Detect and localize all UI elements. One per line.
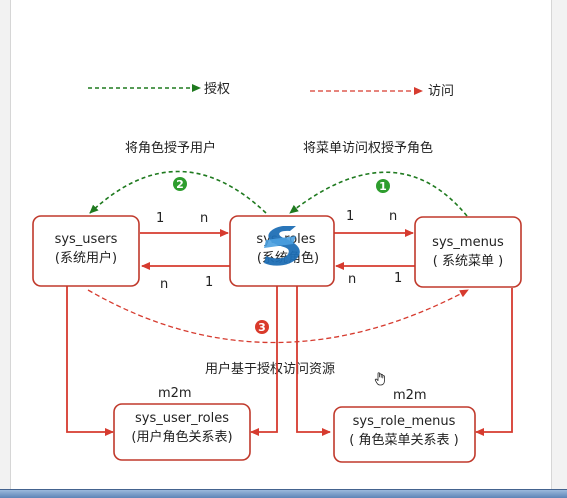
- mult-users-roles-bottom-right: 1: [205, 275, 213, 290]
- auth-arc-menus-to-roles: [289, 171, 468, 217]
- caption-role-to-user: 将角色授予用户: [125, 140, 216, 156]
- node-sys-users: sys_users (系统用户): [32, 215, 140, 287]
- node-sys-menus-name: sys_menus: [432, 235, 504, 250]
- node-sys-menus: sys_menus ( 系统菜单 ): [414, 216, 522, 288]
- node-sys-menus-desc: ( 系统菜单 ): [433, 254, 503, 269]
- svg-text:2: 2: [176, 178, 184, 191]
- mult-users-roles-top-left: 1: [156, 211, 164, 226]
- connector-users-to-user-roles: [66, 285, 114, 436]
- node-sys-role-menus: sys_role_menus ( 角色菜单关系表 ): [333, 406, 476, 463]
- mult-roles-menus-top-right: n: [389, 209, 397, 224]
- node-sys-user-roles: sys_user_roles (用户角色关系表): [113, 403, 251, 461]
- mult-users-roles-bottom-left: n: [160, 277, 168, 292]
- access-arc-users-to-menus: [87, 289, 469, 344]
- legend-authorize-label: 授权: [204, 81, 230, 97]
- connector-roles-to-user-roles: [250, 285, 278, 436]
- step-badge-2: 2: [173, 177, 187, 191]
- connector-roles-to-role-menus: [296, 285, 331, 436]
- svg-text:3: 3: [258, 321, 266, 334]
- caption-user-access: 用户基于授权访问资源: [205, 361, 335, 377]
- step-badge-1: 1: [376, 179, 390, 193]
- logo-s-icon: [264, 226, 300, 266]
- node-sys-role-menus-name: sys_role_menus: [353, 414, 456, 429]
- node-sys-role-menus-desc: ( 角色菜单关系表 ): [349, 432, 458, 448]
- legend-access-label: 访问: [428, 84, 454, 99]
- node-sys-users-desc: (系统用户): [55, 250, 117, 266]
- mult-roles-menus-bottom-right: 1: [394, 271, 402, 286]
- node-sys-user-roles-name: sys_user_roles: [135, 411, 229, 426]
- legend: 授权 访问: [88, 81, 454, 99]
- mult-user-roles-relation: m2m: [158, 386, 192, 401]
- caption-menu-to-role: 将菜单访问权授予角色: [303, 140, 433, 156]
- mult-users-roles-top-right: n: [200, 211, 208, 226]
- node-sys-user-roles-desc: (用户角色关系表): [131, 429, 232, 445]
- connector-menus-to-role-menus: [475, 288, 513, 436]
- mult-roles-menus-top-left: 1: [346, 209, 354, 224]
- step-badge-3: 3: [255, 320, 269, 334]
- windows-taskbar: [0, 489, 567, 498]
- mult-roles-menus-bottom-left: n: [348, 272, 356, 287]
- auth-arc-roles-to-users: [89, 170, 267, 214]
- mult-role-menus-relation: m2m: [393, 388, 427, 403]
- svg-text:1: 1: [379, 180, 387, 193]
- node-sys-users-name: sys_users: [55, 232, 118, 247]
- hand-cursor-icon: [374, 372, 385, 386]
